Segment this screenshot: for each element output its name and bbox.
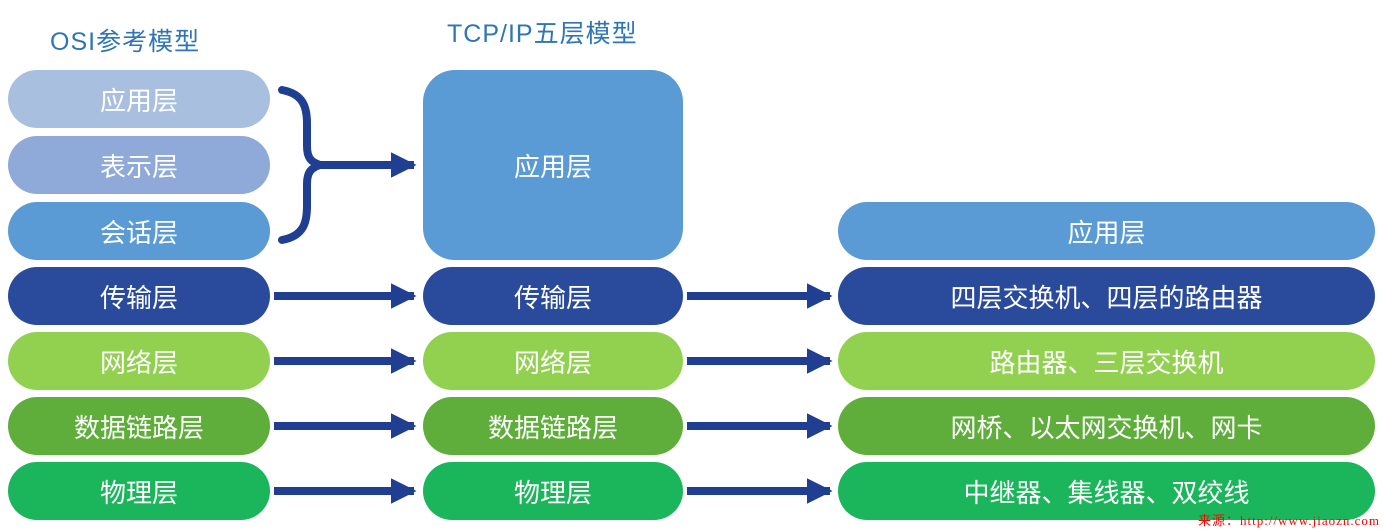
devices-datalink: 网桥、以太网交换机、网卡 [838, 397, 1375, 455]
tcpip-layer-physical: 物理层 [423, 462, 683, 520]
source-watermark: 来源：http://www.jiaozn.com [1197, 513, 1380, 528]
osi-layer-presentation: 表示层 [8, 136, 270, 194]
devices-application: 应用层 [838, 202, 1375, 260]
osi-layer-session: 会话层 [8, 202, 270, 260]
tcpip-layer-network: 网络层 [423, 332, 683, 390]
tcpip-column-title: TCP/IP五层模型 [447, 20, 638, 48]
osi-column-title: OSI参考模型 [50, 28, 201, 56]
tcpip-layer-transport: 传输层 [423, 267, 683, 325]
devices-physical: 中继器、集线器、双绞线 [838, 462, 1375, 520]
osi-layer-application: 应用层 [8, 70, 270, 128]
devices-transport: 四层交换机、四层的路由器 [838, 267, 1375, 325]
tcpip-layer-datalink: 数据链路层 [423, 397, 683, 455]
osi-layer-network: 网络层 [8, 332, 270, 390]
osi-layer-transport: 传输层 [8, 267, 270, 325]
osi-layer-physical: 物理层 [8, 462, 270, 520]
osi-layer-datalink: 数据链路层 [8, 397, 270, 455]
devices-network: 路由器、三层交换机 [838, 332, 1375, 390]
osi-top-layers-brace [278, 86, 333, 244]
tcpip-layer-application: 应用层 [423, 70, 683, 260]
